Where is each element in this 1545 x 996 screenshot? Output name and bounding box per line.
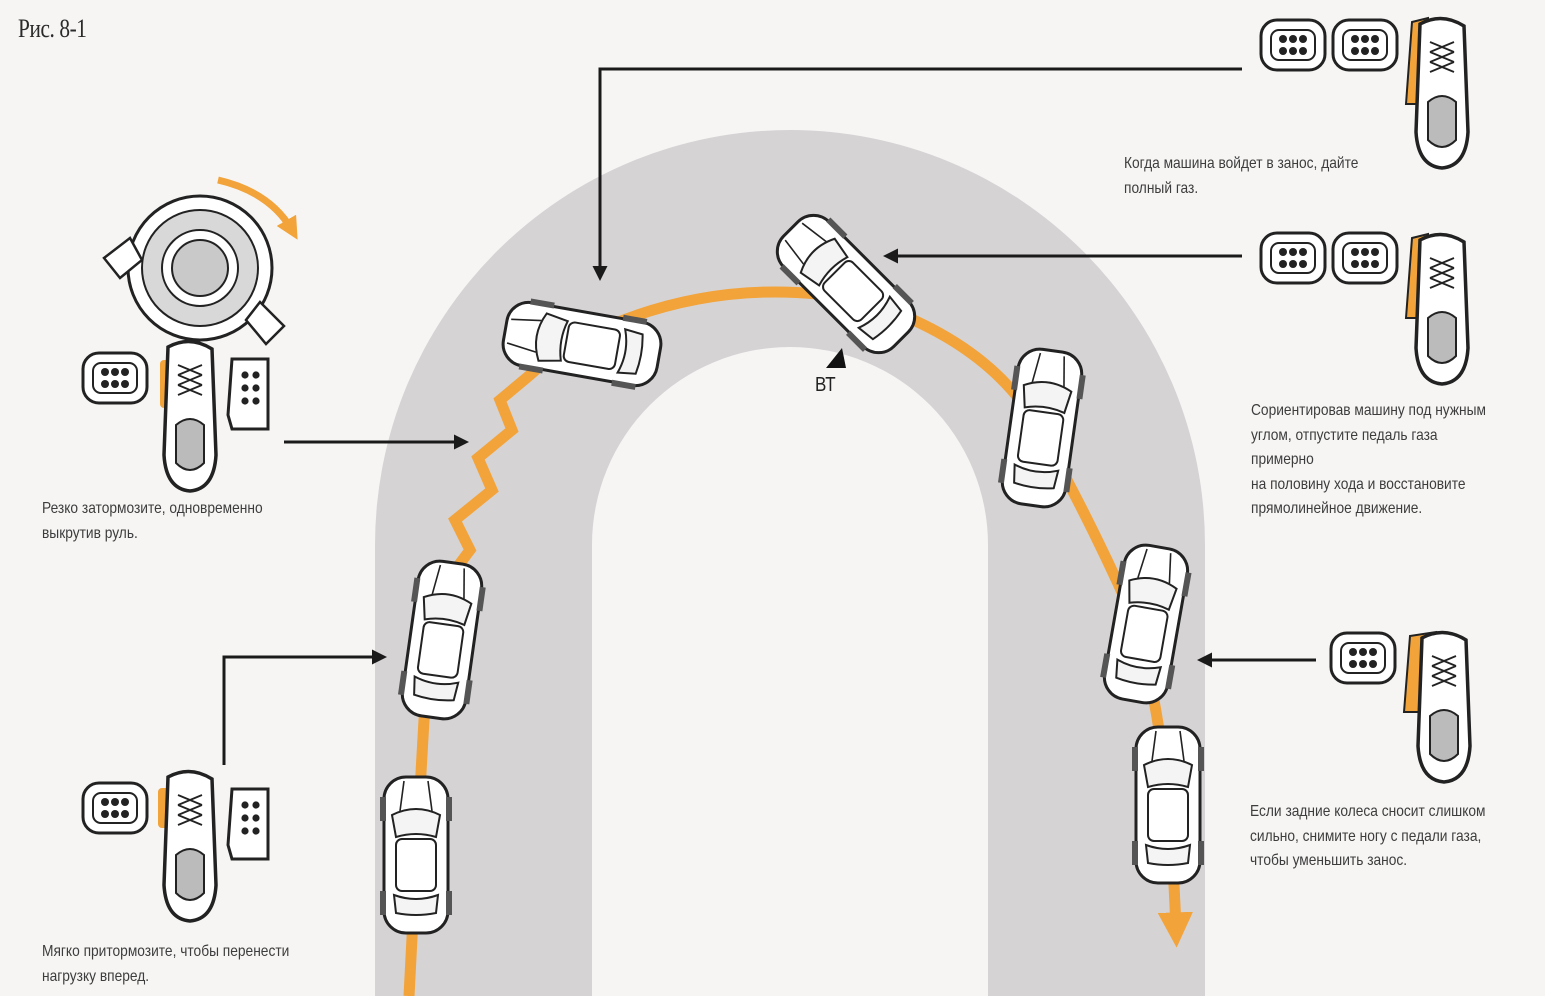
instruction-lift-throttle: Если задние колеса сносит слишком сильно… bbox=[1250, 803, 1486, 869]
shoe-icon bbox=[1414, 232, 1470, 386]
instruction-full-throttle: Когда машина войдет в занос, дайте полны… bbox=[1124, 155, 1359, 197]
brake-pedal-icon bbox=[81, 781, 149, 835]
clutch-pedal-icon bbox=[1331, 18, 1399, 72]
brake-pedal-icon bbox=[1259, 231, 1327, 285]
clutch-pedal-icon bbox=[1331, 231, 1399, 285]
steering-wheel-icon bbox=[102, 194, 286, 346]
brake-pedal-icon bbox=[1259, 18, 1327, 72]
rotation-arrow-icon bbox=[217, 176, 298, 240]
figure-title: Рис. 8-1 bbox=[18, 14, 87, 43]
instruction-half-throttle: Сориентировав машину под нужным углом, о… bbox=[1251, 402, 1486, 517]
gas-pedal-icon bbox=[226, 787, 270, 861]
apex-label: ВТ bbox=[815, 374, 836, 396]
arrow-icon bbox=[592, 67, 1242, 281]
shoe-icon bbox=[1414, 16, 1470, 170]
car-icon bbox=[1130, 725, 1206, 885]
gas-pedal-icon bbox=[226, 357, 270, 431]
shoe-icon bbox=[162, 339, 218, 493]
brake-pedal-icon bbox=[81, 351, 149, 405]
instruction-brake-turn: Резко затормозите, одновременно выкрутив… bbox=[42, 500, 263, 542]
shoe-icon bbox=[1416, 630, 1472, 784]
car-icon bbox=[378, 775, 454, 935]
shoe-icon bbox=[162, 769, 218, 923]
instruction-light-brake: Мягко притормозите, чтобы перенести нагр… bbox=[42, 943, 290, 985]
brake-pedal-icon bbox=[1329, 631, 1397, 685]
apex-marker-icon bbox=[826, 348, 846, 368]
arrow-icon bbox=[222, 649, 387, 765]
track-inner bbox=[592, 347, 988, 996]
